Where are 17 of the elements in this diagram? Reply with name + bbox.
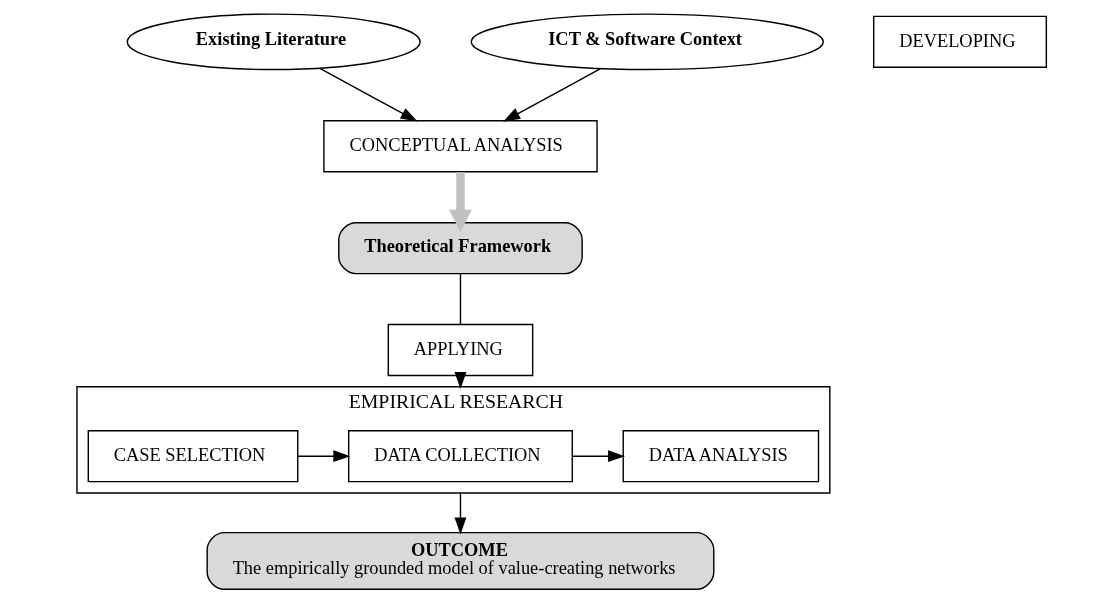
node-box: CONCEPTUAL ANALYSIS xyxy=(322,120,598,173)
node-box: DATA ANALYSIS xyxy=(622,430,819,483)
node-box: CASE SELECTION xyxy=(87,430,298,483)
arrow xyxy=(454,371,466,389)
arrow xyxy=(448,172,472,232)
node-ellipse: Existing Literature xyxy=(126,13,421,71)
node-box: DATA COLLECTION xyxy=(347,430,573,483)
node-ellipse: ICT & Software Context xyxy=(470,13,824,71)
arrow xyxy=(454,492,466,535)
arrow xyxy=(296,450,350,463)
arrow xyxy=(571,450,625,463)
node-box: Theoretical Framework xyxy=(337,221,583,275)
connector xyxy=(459,273,461,326)
node-box: DEVELOPING xyxy=(872,15,1047,68)
node-box: OUTCOME The empirically grounded model of value-creating networks xyxy=(205,531,714,590)
arrow xyxy=(502,68,601,122)
arrow xyxy=(319,67,418,122)
